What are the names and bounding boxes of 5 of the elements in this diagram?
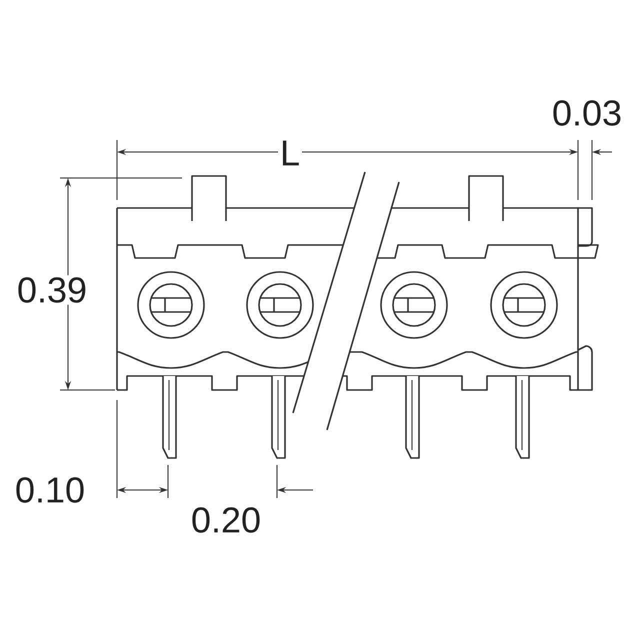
dimension-label: L <box>278 138 302 168</box>
dimension-label: 0.20 <box>192 507 260 533</box>
dimension-label: 0.10 <box>16 477 84 503</box>
dimension-label: 0.03 <box>553 100 620 126</box>
dimension-label: 0.39 <box>14 275 90 305</box>
